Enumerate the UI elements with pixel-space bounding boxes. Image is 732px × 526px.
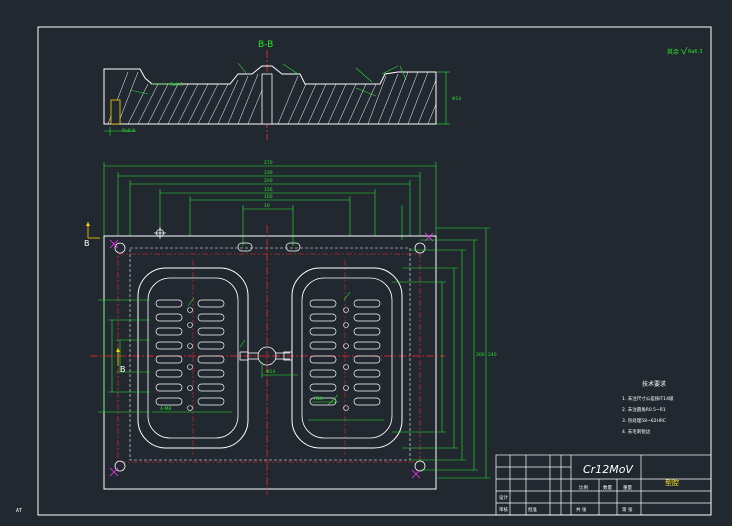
cavity-right-slots: [309, 299, 381, 406]
section-gate: [261, 73, 273, 125]
note-small-2: R10: [314, 396, 323, 402]
section-label: B-B: [258, 40, 273, 50]
plan-right-dimensions: [392, 227, 490, 479]
dim-hole: Φ14: [266, 369, 275, 375]
corner-mark: AT: [16, 508, 22, 514]
title-cell-approve: 批准: [528, 506, 537, 513]
note-small-1: 4-M8: [160, 406, 171, 412]
title-cell-scale: 比例: [579, 484, 588, 491]
sheet-border: [37, 26, 712, 516]
title-cell-weight: 重量: [623, 484, 632, 491]
tech-req-item-1: 1. 未注尺寸公差按IT14级: [622, 395, 674, 402]
plate-inner-hidden: [129, 247, 411, 461]
dim-overall: 270: [264, 160, 273, 166]
title-cell-design: 设计: [499, 494, 508, 501]
dim-pitch: 10: [264, 203, 270, 209]
section-hatch: [107, 71, 437, 125]
dim-230: 230: [264, 170, 273, 176]
dim-156: 156: [264, 187, 273, 193]
cavity-left-slots: [155, 299, 225, 406]
surface-roughness-note: 其余 Ra6.3: [667, 46, 702, 56]
section-dimensions: [104, 62, 450, 136]
svg-text:Ra6.3: Ra6.3: [688, 49, 702, 55]
view-marker-top: B: [84, 222, 100, 248]
svg-text:B: B: [84, 239, 90, 248]
cavity-right-pins: [343, 307, 349, 411]
dim-right-200: 200: [476, 352, 485, 358]
cavity-left-pins: [187, 307, 193, 411]
plan-top-dimensions: [103, 162, 437, 246]
tech-req-title: 技术要求: [642, 380, 666, 388]
sprue-and-runner: [239, 346, 293, 366]
plan-left-dimensions: [98, 299, 150, 413]
cavity-left: [137, 267, 249, 449]
title-block: [495, 454, 712, 516]
roughness-center: Ra6.3: [170, 82, 183, 88]
tech-req-item-2: 2. 未注圆角R0.5~R1: [622, 406, 666, 413]
dim-right-240: 240: [488, 352, 497, 358]
section-dim-height: Φ14: [452, 96, 461, 102]
tech-req-item-3: 3. 热处理58~62HRC: [622, 417, 666, 424]
dim-200: 200: [264, 178, 273, 184]
title-cell-check: 审核: [499, 506, 508, 513]
section-view: B-B: [103, 40, 461, 140]
corner-guides: [109, 227, 434, 479]
plan-inner-dims: [152, 291, 384, 421]
plan-view: 270 230 200 156 100 10: [84, 160, 497, 495]
technical-requirements: 技术要求 1. 未注尺寸公差按IT14级 2. 未注圆角R0.5~R1 3. 热…: [622, 380, 674, 435]
section-bolt-hole: [110, 99, 121, 125]
svg-text:其余: 其余: [667, 48, 679, 56]
top-cooling-holes: [237, 242, 301, 252]
view-marker-bottom: B: [116, 348, 126, 374]
roughness-bottom: Ra0.8: [122, 128, 135, 134]
title-part-name: 型腔: [665, 478, 679, 487]
svg-text:B: B: [120, 365, 126, 374]
plate-perimeter-centerline: [117, 253, 421, 463]
plate-outline: [103, 235, 437, 490]
title-cell-qty: 数量: [603, 484, 612, 491]
tech-req-item-4: 4. 去毛刺锐边: [622, 428, 651, 435]
title-material: Cr12MoV: [583, 463, 634, 476]
title-cell-page: 第 张: [622, 506, 633, 513]
dim-100: 100: [264, 194, 273, 200]
cavity-right: [291, 267, 403, 449]
title-cell-sheet: 共 张: [576, 506, 587, 513]
